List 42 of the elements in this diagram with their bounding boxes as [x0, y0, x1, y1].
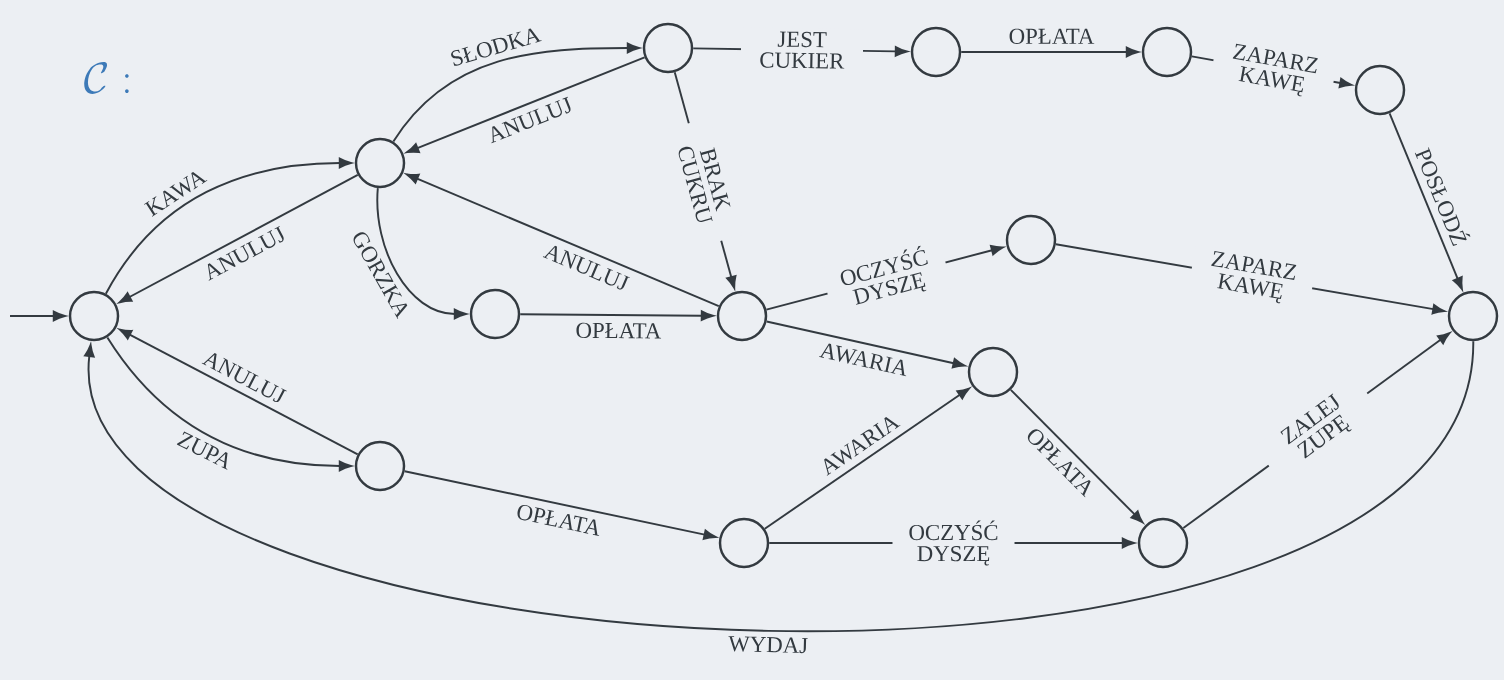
edge-label: BRAK CUKRU	[667, 117, 743, 247]
edge-label: ZAPARZ KAWĘ	[1187, 244, 1317, 312]
edge-label: JEST CUKIER	[740, 27, 864, 73]
state-circle	[1005, 214, 1057, 266]
state-circle	[1137, 517, 1189, 569]
arrow	[106, 336, 352, 472]
edge-label: SŁODKA	[451, 28, 542, 66]
state-circle	[1354, 64, 1406, 116]
title: $\mathcal{C}:$	[84, 62, 129, 94]
arrow	[960, 46, 1139, 58]
state-circle	[354, 137, 406, 189]
arrow	[118, 328, 359, 456]
arrow	[376, 187, 467, 320]
edge-label: OPŁATA	[1009, 28, 1095, 44]
state-circle	[1447, 290, 1499, 342]
edge-label: OPŁATA	[576, 322, 662, 339]
arrow	[392, 42, 640, 143]
edge-label: OPŁATA	[517, 504, 600, 536]
arrow	[1388, 112, 1463, 290]
arrow	[118, 173, 359, 304]
state-circle	[642, 22, 694, 74]
arrow	[765, 320, 966, 369]
arrow	[1009, 388, 1144, 524]
arrow	[104, 157, 352, 295]
arrow	[405, 173, 720, 308]
edge-label: OCZYŚĆ DYSZĘ	[892, 516, 1015, 570]
state-circle	[354, 440, 406, 492]
edge-label: ZAPARZ KAWĘ	[1209, 36, 1338, 106]
edge-label: AWARIA	[819, 343, 907, 377]
state-circle	[718, 517, 770, 569]
state-circle	[1141, 26, 1193, 78]
state-circle	[469, 288, 521, 340]
edge-label: WYDAJ	[728, 636, 808, 654]
arrow	[406, 56, 646, 154]
arrow	[403, 470, 717, 540]
arrow	[9, 310, 66, 322]
state-circle	[910, 26, 962, 78]
arrow	[763, 387, 970, 530]
state-circle	[967, 346, 1019, 398]
state-circle	[716, 290, 768, 342]
state-circle	[68, 290, 120, 342]
arrow	[519, 310, 714, 321]
